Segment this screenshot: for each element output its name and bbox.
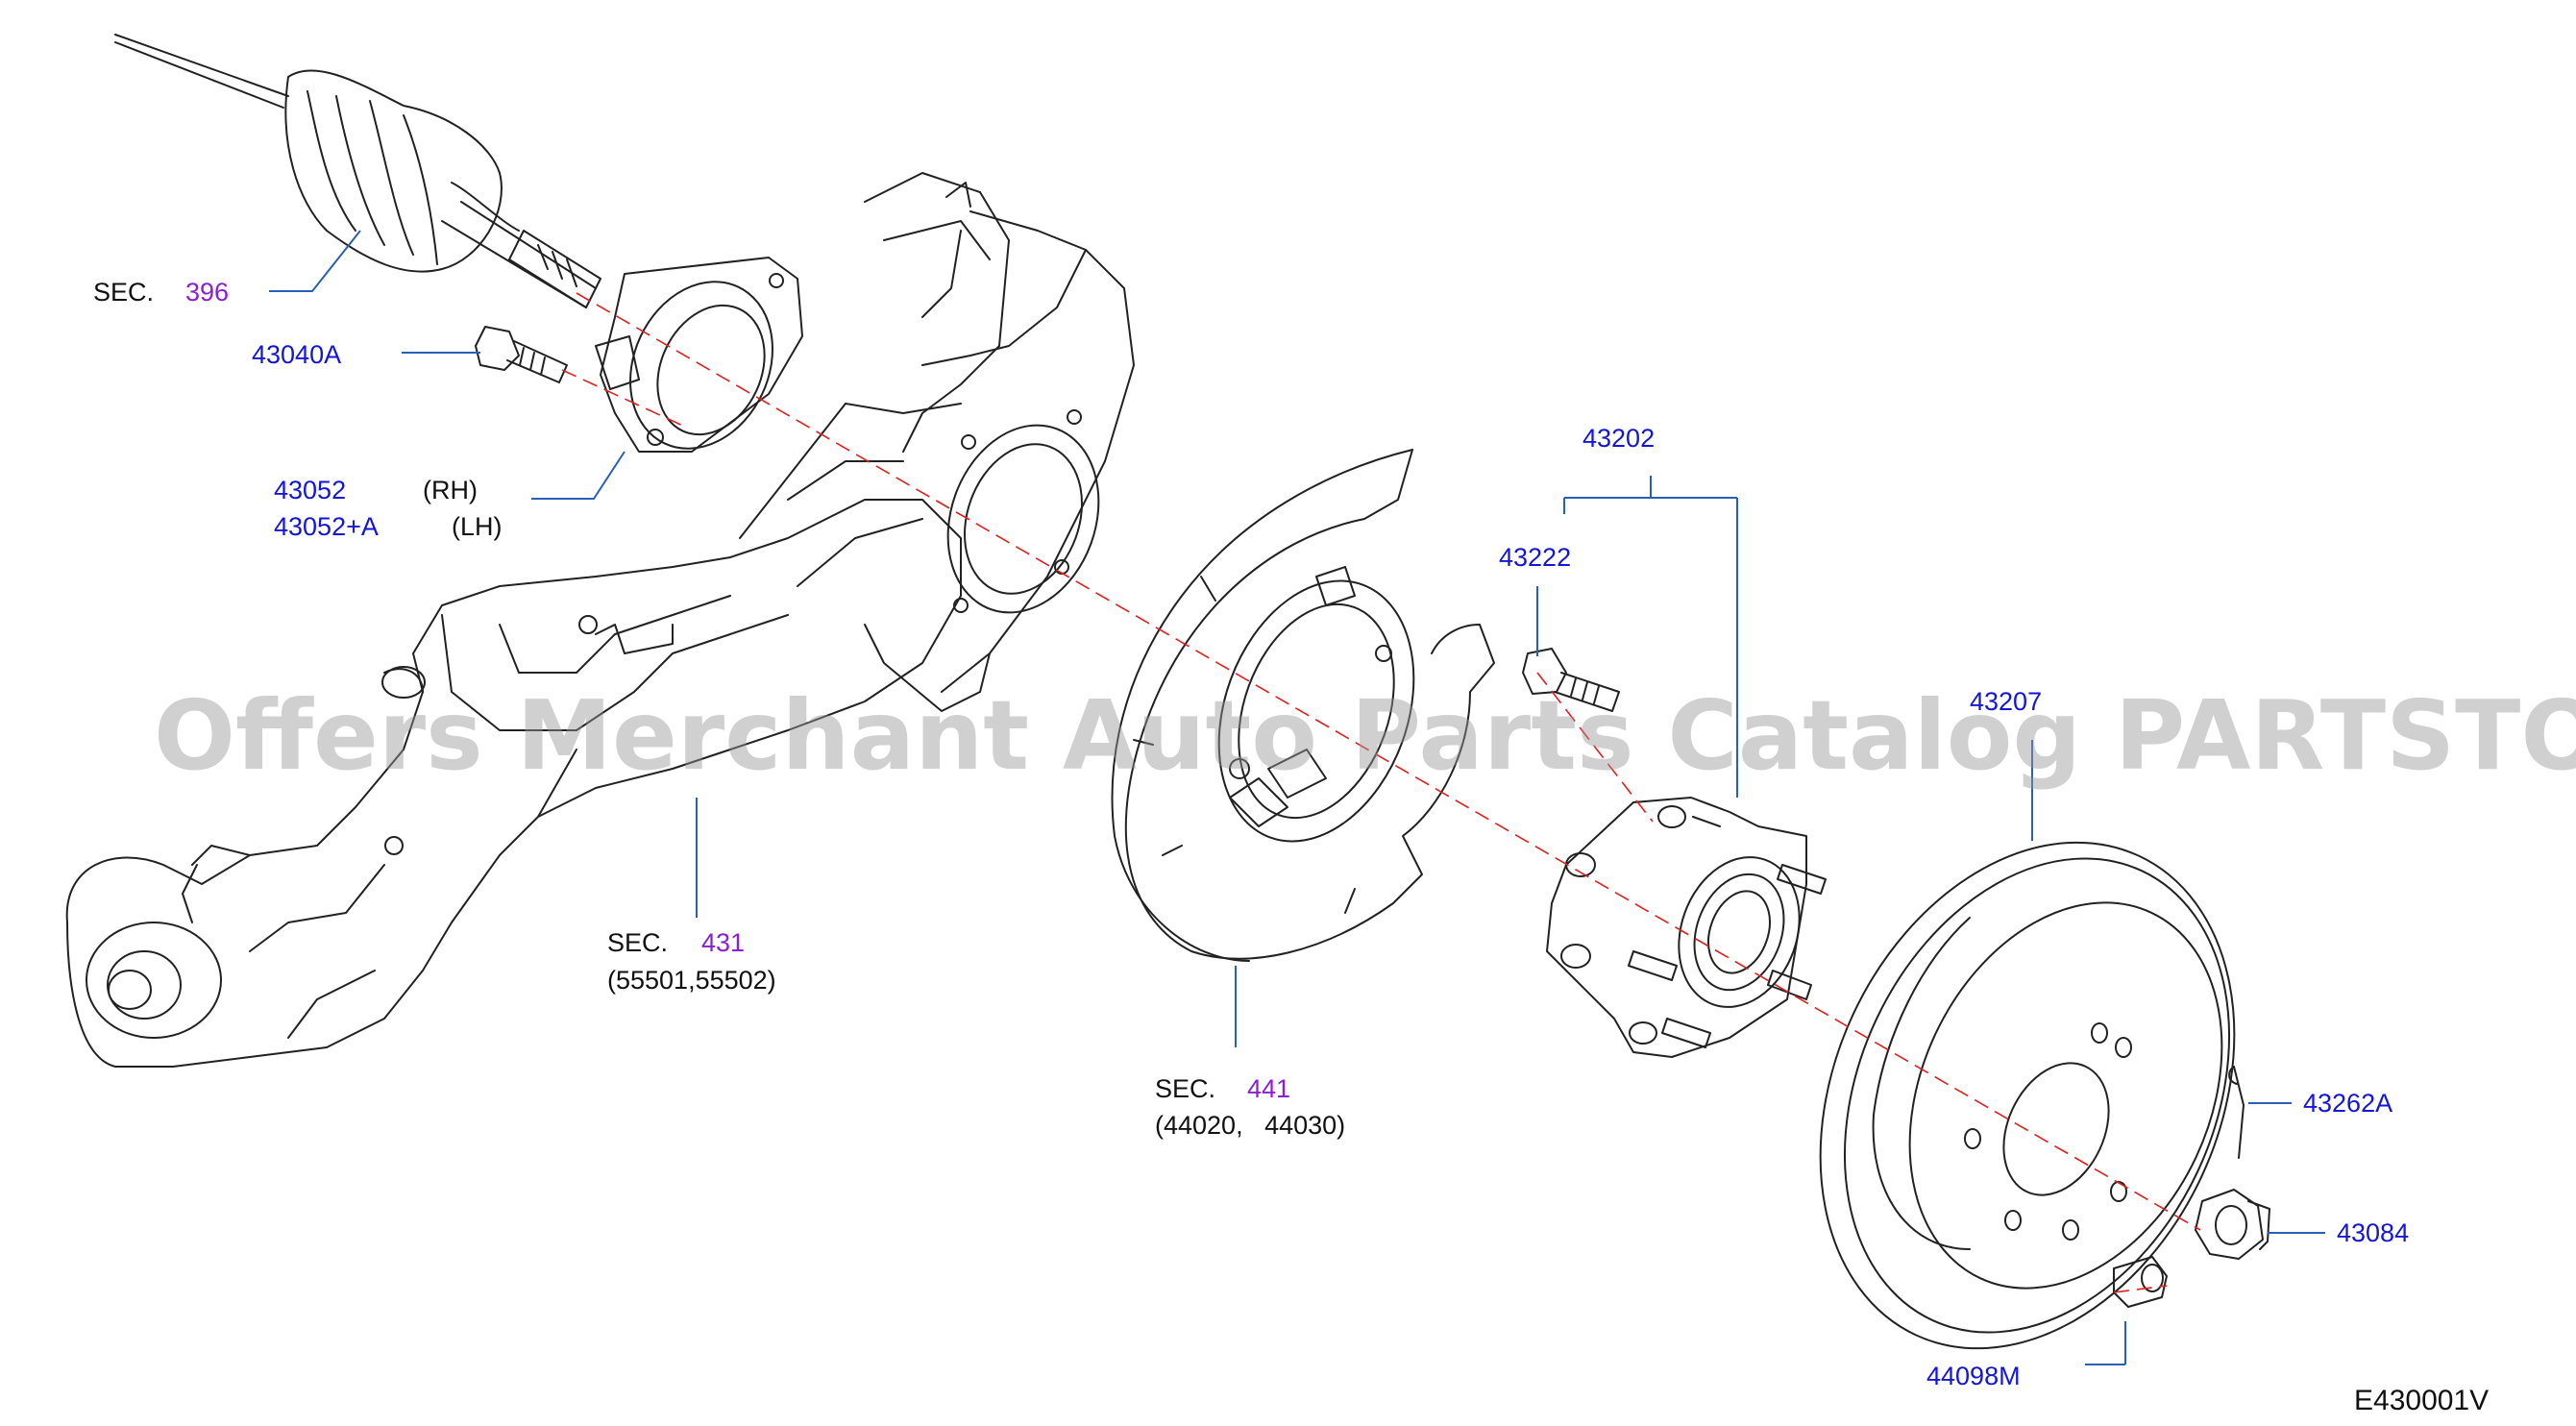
sec-441-prefix: SEC.	[1155, 1074, 1216, 1103]
sec-396-link[interactable]: 396	[185, 278, 230, 307]
hub-assembly-43202	[1546, 797, 1827, 1058]
part-43040a-link[interactable]: 43040A	[252, 340, 342, 369]
sec-431-prefix: SEC.	[607, 928, 669, 957]
bolt-43040a	[475, 326, 568, 383]
cap-44098m	[2113, 1256, 2168, 1308]
part-43262a-link[interactable]: 43262A	[2303, 1089, 2393, 1118]
sec-396-prefix: SEC.	[93, 278, 155, 307]
bolt-43222	[1522, 648, 1620, 712]
suspension-arm	[65, 499, 962, 1068]
part-43052-link[interactable]: 43052	[274, 476, 347, 504]
part-43052-side: (RH)	[423, 476, 478, 504]
diagram-code: E430001V	[2354, 1385, 2490, 1416]
axle-housing	[739, 172, 1135, 712]
cotter-pin-43262a	[2228, 1066, 2245, 1159]
part-43207-link[interactable]: 43207	[1970, 687, 2043, 716]
assembly-axis	[561, 292, 2201, 1293]
brake-rotor-43207	[1819, 841, 2236, 1350]
sec-431-link[interactable]: 431	[701, 928, 746, 957]
part-44098m-link[interactable]: 44098M	[1926, 1362, 2021, 1390]
sec-441-subparts: (44020, 44030)	[1155, 1111, 1346, 1140]
part-43222-link[interactable]: 43222	[1499, 543, 1572, 572]
brake-backing-plate	[1111, 449, 1495, 962]
drive-shaft	[114, 34, 601, 308]
sec-431-subparts: (55501,55502)	[607, 966, 776, 995]
hub-nut-43084	[2195, 1189, 2270, 1260]
part-43084-link[interactable]: 43084	[2337, 1218, 2410, 1247]
part-43052a-side: (LH)	[452, 512, 503, 541]
sec-441-link[interactable]: 441	[1247, 1074, 1291, 1103]
watermark: Offers Merchant Auto Parts Catalog PARTS…	[154, 679, 2576, 792]
bearing-housing-43052	[595, 257, 803, 453]
leader-lines	[269, 230, 2325, 1365]
part-43052a-link[interactable]: 43052+A	[274, 512, 379, 541]
part-43202-link[interactable]: 43202	[1582, 424, 1656, 453]
